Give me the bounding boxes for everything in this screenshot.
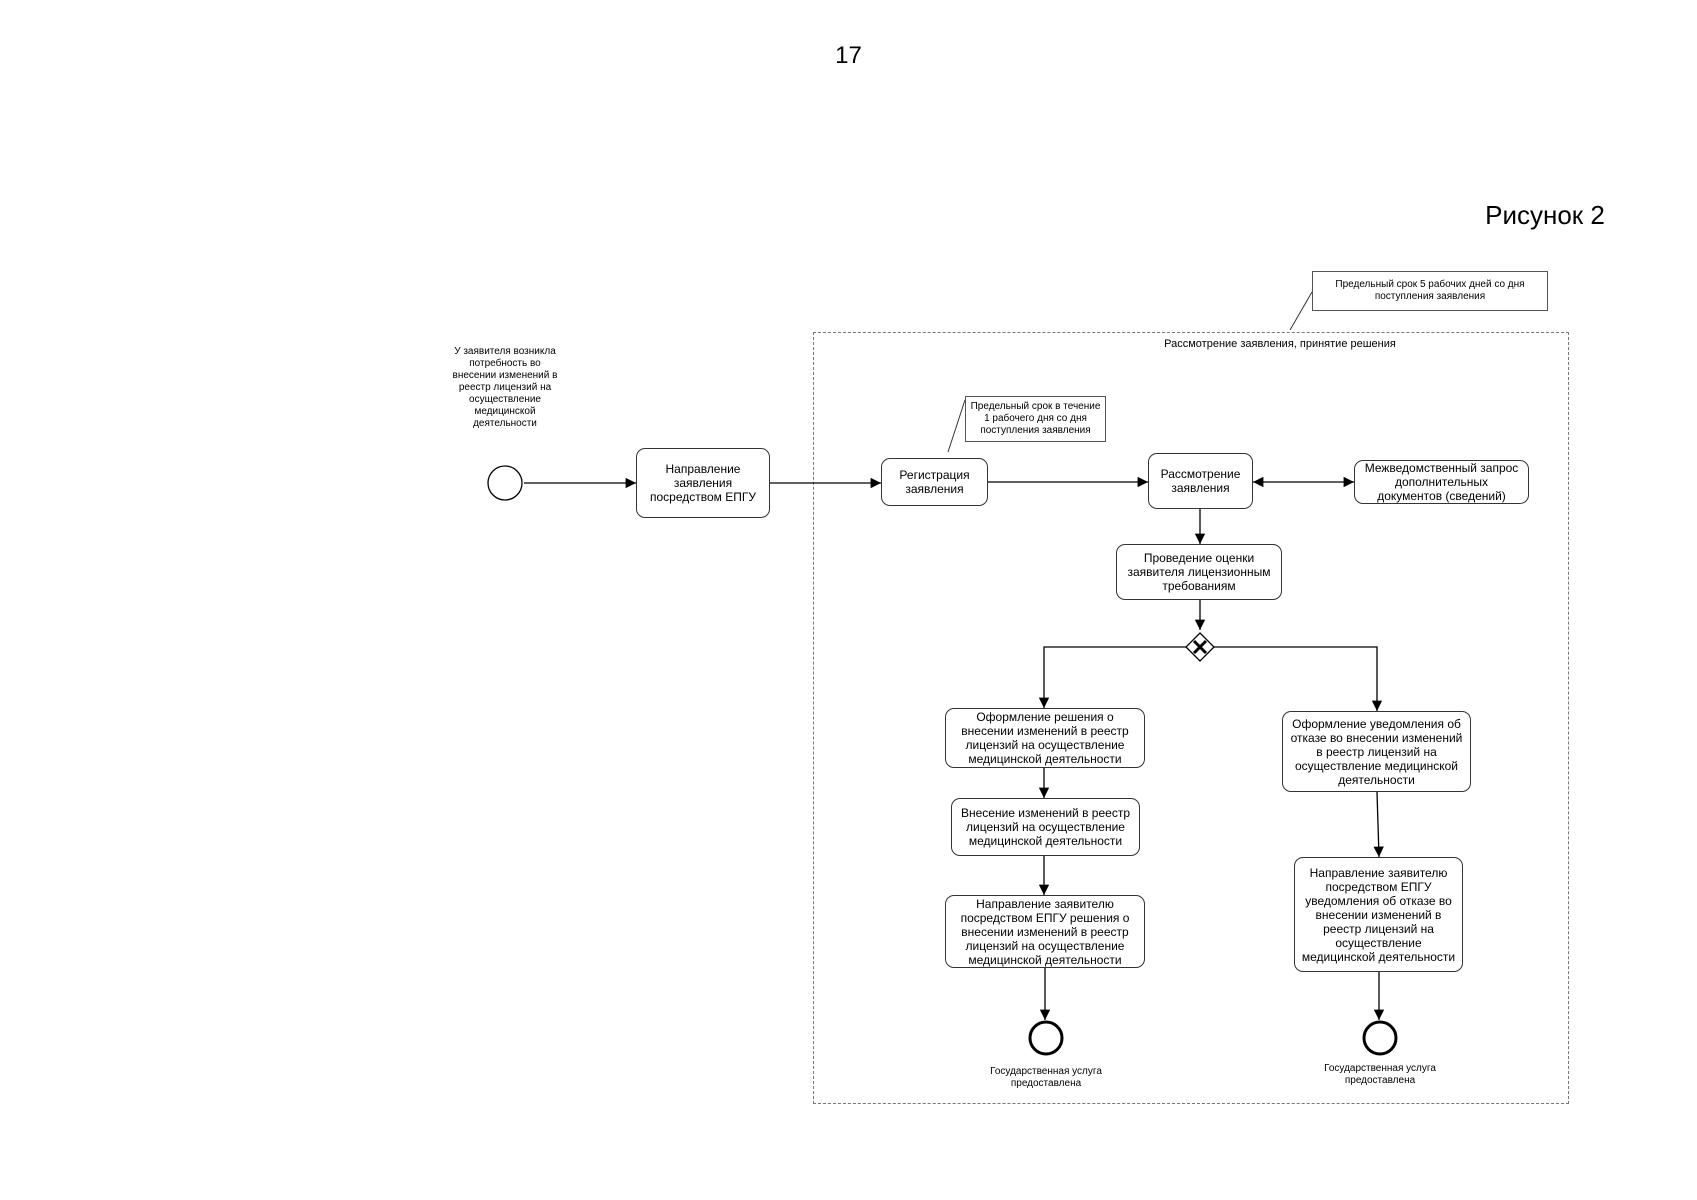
task-registration: Регистрация заявления — [881, 458, 988, 506]
page-number: 17 — [835, 42, 862, 69]
task-refusal-notice: Оформление уведомления об отказе во внес… — [1282, 711, 1471, 792]
note-connector-frame — [1289, 291, 1313, 331]
task-send-application: Направление заявления посредством ЕПГУ — [636, 448, 770, 518]
task-review: Рассмотрение заявления — [1148, 453, 1253, 509]
flow-refusal-to-send-refusal — [1373, 791, 1384, 858]
task-assessment: Проведение оценки заявителя лицензионным… — [1116, 544, 1282, 600]
end-event-left-label: Государственная услуга предоставлена — [990, 1066, 1102, 1089]
end-event-left — [1028, 1020, 1064, 1056]
frame-title: Рассмотрение заявления, принятие решения — [1164, 338, 1396, 350]
task-register-changes: Внесение изменений в реестр лицензий на … — [951, 798, 1140, 856]
task-send-refusal: Направление заявителю посредством ЕПГУ у… — [1294, 857, 1463, 972]
process-frame — [813, 332, 1569, 1104]
flow-gateway-to-refusal — [1213, 646, 1383, 711]
figure-label: Рисунок 2 — [1485, 200, 1605, 230]
task-interagency-request: Межведомственный запрос дополнительных д… — [1354, 460, 1529, 504]
end-event-right — [1362, 1020, 1398, 1056]
start-event-label: У заявителя возникла потребность во внес… — [452, 346, 558, 429]
note-frame-deadline: Предельный срок 5 рабочих дней со дня по… — [1312, 271, 1548, 311]
note-connector-registration — [947, 399, 966, 453]
task-decision-making: Оформление решения о внесении изменений … — [945, 708, 1145, 768]
exclusive-gateway — [1185, 632, 1215, 662]
task-send-decision: Направление заявителю посредством ЕПГУ р… — [945, 895, 1145, 968]
end-event-right-label: Государственная услуга предоставлена — [1324, 1063, 1436, 1086]
start-event — [487, 465, 523, 501]
note-registration-deadline: Предельный срок в течение 1 рабочего дня… — [965, 396, 1106, 442]
flow-gateway-to-decision — [1038, 646, 1187, 708]
